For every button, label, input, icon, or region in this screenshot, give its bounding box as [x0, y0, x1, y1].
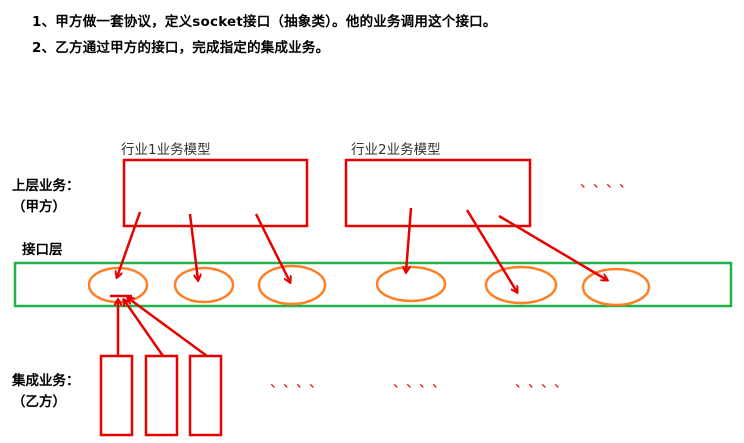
- note-2: 2、乙方通过甲方的接口，完成指定的集成业务。: [32, 40, 330, 56]
- model-1-label: 行业1业务模型: [121, 142, 211, 158]
- integration-box-1: [99, 354, 134, 437]
- integration-layer-label: 集成业务： （乙方）: [12, 371, 80, 413]
- integration-box-2: [144, 354, 179, 437]
- more-integration-ellipsis-3: 、、、、: [515, 375, 574, 391]
- integration-box-3: [188, 354, 223, 437]
- call-arrow-4: [406, 207, 413, 272]
- interface-layer-label: 接口层: [22, 242, 63, 258]
- interface-port-5: [484, 265, 558, 305]
- model-2-label: 行业2业务模型: [351, 142, 441, 158]
- implement-arrow-2: [124, 300, 165, 357]
- note-1: 1、甲方做一套协议，定义socket接口（抽象类）。他的业务调用这个接口。: [32, 14, 497, 30]
- integration-layer-title: 集成业务：: [12, 373, 80, 389]
- more-models-ellipsis: 、、、、: [580, 175, 639, 191]
- interface-port-2: [173, 266, 235, 304]
- interface-port-6: [581, 267, 651, 307]
- upper-layer-label: 上层业务： （甲方）: [12, 176, 80, 218]
- call-arrow-5: [465, 209, 517, 292]
- interface-port-4: [375, 265, 447, 303]
- interface-port-3: [257, 264, 327, 306]
- upper-layer-party: （甲方）: [12, 199, 66, 215]
- upper-layer-title: 上层业务：: [12, 178, 80, 194]
- implement-arrow-3: [128, 298, 208, 358]
- call-arrow-1: [117, 211, 142, 277]
- model-1-box: [122, 158, 309, 228]
- call-arrow-3: [254, 213, 290, 282]
- call-arrow-2: [188, 213, 198, 280]
- model-2-box: [344, 158, 532, 228]
- more-integration-ellipsis-2: 、、、、: [393, 375, 452, 391]
- call-arrow-6: [498, 214, 607, 280]
- more-integration-ellipsis-1: 、、、、: [270, 375, 329, 391]
- integration-layer-party: （乙方）: [12, 394, 66, 410]
- interface-bar: [13, 261, 733, 308]
